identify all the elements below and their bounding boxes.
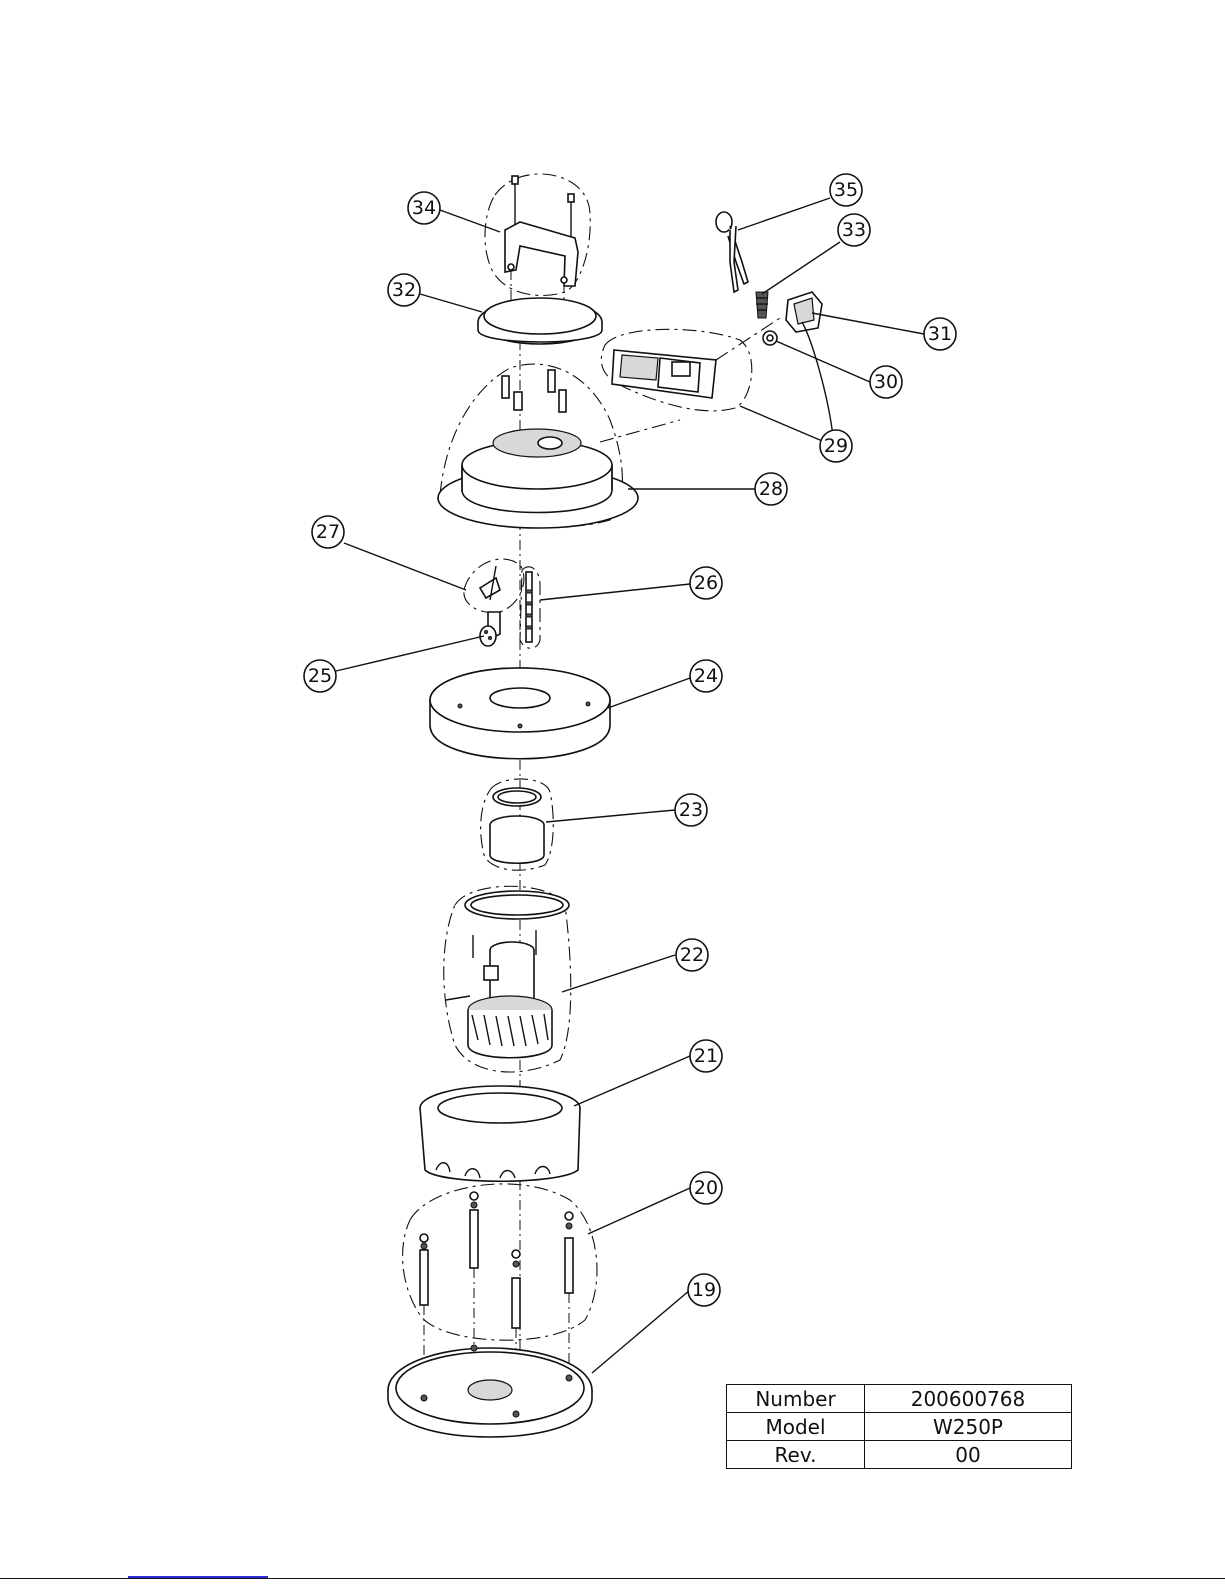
leader-21 bbox=[574, 1056, 690, 1106]
leader-33 bbox=[762, 242, 840, 294]
callout-30: 30 bbox=[870, 366, 902, 398]
callout-21: 21 bbox=[690, 1040, 722, 1072]
leader-35 bbox=[738, 198, 830, 230]
leader-24 bbox=[608, 678, 690, 708]
part-strain-relief bbox=[756, 292, 768, 318]
leader-34 bbox=[440, 210, 500, 232]
revision-value: 00 bbox=[865, 1441, 1072, 1469]
part-power-cable bbox=[716, 212, 748, 292]
leader-30 bbox=[776, 341, 870, 382]
stud-4 bbox=[565, 1212, 573, 1293]
svg-text:19: 19 bbox=[692, 1279, 716, 1301]
part-terminal-strip bbox=[520, 567, 540, 648]
part-motor-cover bbox=[430, 668, 610, 759]
leader-26 bbox=[540, 584, 690, 600]
callout-35: 35 bbox=[830, 174, 862, 206]
svg-text:23: 23 bbox=[679, 799, 703, 821]
svg-text:35: 35 bbox=[834, 179, 858, 201]
stud-3 bbox=[512, 1250, 520, 1328]
callout-29: 29 bbox=[820, 430, 852, 462]
leader-29 bbox=[740, 322, 834, 446]
leader-25 bbox=[336, 636, 484, 671]
title-block-table: Number 200600768 Model W250P Rev. 00 bbox=[726, 1384, 1072, 1469]
callout-22: 22 bbox=[676, 939, 708, 971]
part-capacitor bbox=[480, 612, 500, 646]
table-row: Model W250P bbox=[727, 1413, 1072, 1441]
leader-32 bbox=[420, 294, 482, 312]
callout-25: 25 bbox=[304, 660, 336, 692]
svg-text:26: 26 bbox=[694, 572, 718, 594]
part-motor-seat bbox=[420, 1086, 580, 1181]
leader-23 bbox=[546, 810, 675, 822]
svg-text:22: 22 bbox=[680, 944, 704, 966]
svg-text:27: 27 bbox=[316, 521, 340, 543]
svg-text:29: 29 bbox=[824, 435, 848, 457]
part-bracket bbox=[464, 559, 524, 613]
callout-26: 26 bbox=[690, 567, 722, 599]
svg-text:28: 28 bbox=[759, 478, 783, 500]
part-base-plate bbox=[388, 1345, 592, 1437]
stud-2 bbox=[470, 1192, 478, 1268]
callout-33: 33 bbox=[838, 214, 870, 246]
callout-34: 34 bbox=[408, 192, 440, 224]
leader-22 bbox=[562, 955, 675, 992]
svg-text:31: 31 bbox=[928, 323, 952, 345]
svg-text:21: 21 bbox=[694, 1045, 718, 1067]
footer-link-underline[interactable] bbox=[128, 1576, 268, 1578]
svg-text:20: 20 bbox=[694, 1177, 718, 1199]
svg-text:32: 32 bbox=[392, 279, 416, 301]
stud-1 bbox=[420, 1234, 428, 1305]
part-top-cover bbox=[478, 298, 602, 344]
table-row: Rev. 00 bbox=[727, 1441, 1072, 1469]
callout-28: 28 bbox=[755, 473, 787, 505]
leader-20 bbox=[588, 1188, 690, 1234]
callout-31: 31 bbox=[924, 318, 956, 350]
leader-27 bbox=[344, 543, 466, 590]
part-handle bbox=[485, 174, 590, 312]
svg-text:33: 33 bbox=[842, 219, 866, 241]
part-switch-plate bbox=[601, 318, 780, 411]
callout-24: 24 bbox=[690, 660, 722, 692]
model-key: Model bbox=[727, 1413, 865, 1441]
leader-31 bbox=[812, 313, 924, 334]
revision-key: Rev. bbox=[727, 1441, 865, 1469]
svg-text:24: 24 bbox=[694, 665, 718, 687]
callout-19: 19 bbox=[688, 1274, 720, 1306]
number-value: 200600768 bbox=[865, 1385, 1072, 1413]
svg-text:25: 25 bbox=[308, 665, 332, 687]
callout-23: 23 bbox=[675, 794, 707, 826]
table-row: Number 200600768 bbox=[727, 1385, 1072, 1413]
model-value: W250P bbox=[865, 1413, 1072, 1441]
svg-text:34: 34 bbox=[412, 197, 436, 219]
part-vacuum-motor bbox=[444, 886, 571, 1072]
part-gasket-set bbox=[481, 779, 554, 870]
svg-text:30: 30 bbox=[874, 371, 898, 393]
leader-19 bbox=[592, 1290, 690, 1373]
callout-20: 20 bbox=[690, 1172, 722, 1204]
number-key: Number bbox=[727, 1385, 865, 1413]
callout-27: 27 bbox=[312, 516, 344, 548]
callout-32: 32 bbox=[388, 274, 420, 306]
part-nut bbox=[763, 331, 777, 345]
footer-rule bbox=[0, 1578, 1225, 1579]
